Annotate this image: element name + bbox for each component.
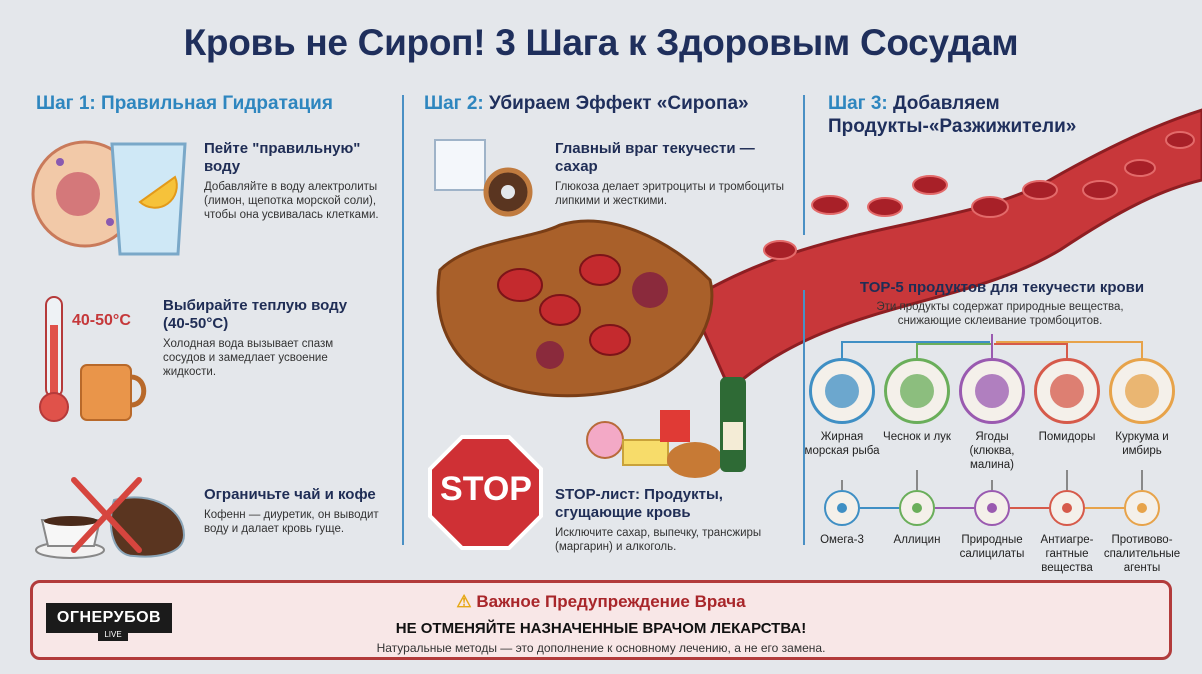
syrup-blood-illustration: [434, 139, 714, 398]
tip-title: Главный враг текучести — сахар: [555, 140, 755, 175]
molecule-icon: [1049, 490, 1085, 526]
molecule-icon: [824, 490, 860, 526]
stop-sign-icon: [428, 435, 543, 550]
cell-and-water-glass-icon: [31, 140, 187, 256]
warning-triangle-icon: ⚠: [456, 592, 472, 611]
step2-header: Шаг 2: Убираем Эффект «Сиропа»: [424, 92, 749, 115]
substance-name: Аллицин: [893, 534, 941, 546]
product-image-circle: [959, 358, 1025, 424]
product-image-circle: [884, 358, 950, 424]
stop-sign-text: STOP: [440, 470, 532, 508]
tip-title: Ограничьте чай и кофе: [204, 486, 376, 503]
warning-note: Натуральные методы — это дополнение к ос…: [376, 641, 826, 655]
tip-title: STOP-лист: Продукты, сгущающие кровь: [555, 486, 723, 521]
step2-title: Убираем Эффект «Сиропа»: [489, 93, 749, 114]
warning-title: Важное Предупреждение Врача: [476, 592, 746, 611]
step1-header: Шаг 1: Правильная Гидратация: [36, 92, 333, 115]
step1-title: Правильная Гидратация: [101, 93, 333, 114]
warning-title-row: ⚠ Важное Предупреждение Врача: [0, 592, 1202, 612]
tip-limit-tea-coffee: Ограничьте чай и кофе Кофенн — диуретик,…: [204, 486, 399, 536]
products-connector-lines: [841, 334, 1143, 509]
step2-prefix: Шаг 2:: [424, 93, 484, 114]
product-icon: [1125, 374, 1159, 408]
tip-sugar: Главный враг текучести — сахар Глюкоза д…: [555, 140, 785, 208]
molecule-icon: [974, 490, 1010, 526]
product-image-circle: [1034, 358, 1100, 424]
tip-description: Кофенн — диуретик, он выводит воду и дал…: [204, 509, 379, 535]
step3-header: Шаг 3: Добавляем Продукты-«Разжижители»: [828, 92, 1158, 138]
temperature-badge: 40-50°C: [72, 312, 131, 329]
substance-name: Природные салицилаты: [959, 534, 1025, 560]
product-image-circle: [809, 358, 875, 424]
junk-food-icon: [586, 377, 746, 478]
product-image-circle: [1109, 358, 1175, 424]
brand-logo: ОГНЕРУБОВ: [46, 603, 172, 633]
doctor-warning-box: [30, 580, 1172, 660]
tip-title: Выбирайте теплую воду (40-50°C): [163, 297, 348, 332]
substance-name: Антиагре-гантные вещества: [1040, 534, 1094, 574]
top5-subtitle: Эти продукты содержат природные вещества…: [876, 301, 1124, 327]
column-divider: [803, 290, 805, 545]
product-icon: [1050, 374, 1084, 408]
substance-name: Омега-3: [820, 534, 864, 546]
sugar-cube-icon: [434, 139, 486, 191]
step1-prefix: Шаг 1:: [36, 93, 96, 114]
warning-headline: НЕ ОТМЕНЯЙТЕ НАЗНАЧЕННЫЕ ВРАЧОМ ЛЕКАРСТВ…: [395, 620, 807, 637]
tip-title: Пейте "правильную" воду: [204, 140, 361, 175]
step3-prefix: Шаг 3:: [828, 93, 888, 114]
product-name: Жирная морская рыба: [804, 431, 880, 457]
step3-title: Добавляем Продукты-«Разжижители»: [828, 93, 1077, 137]
molecule-icon: [899, 490, 935, 526]
tip-description: Исключите сахар, выпечку, трансжиры (мар…: [555, 527, 762, 553]
thermometer-and-mug-icon: [39, 296, 147, 422]
molecule-icon: [1124, 490, 1160, 526]
product-name: Чеснок и лук: [883, 431, 951, 443]
column-divider: [803, 95, 805, 235]
product-name: Куркума и имбирь: [1115, 431, 1169, 457]
tip-warm-water: Выбирайте теплую воду (40-50°C) Холодная…: [163, 297, 363, 379]
tea-coffee-crossed-icon: [35, 477, 186, 559]
tip-description: Добавляйте в воду алектролиты (лимон, ще…: [204, 181, 379, 221]
brand-logo-sub: LIVE: [98, 629, 128, 641]
product-name: Помидоры: [1038, 431, 1096, 443]
product-icon: [900, 374, 934, 408]
tip-description: Глюкоза делает эритроциты и тромбоциты л…: [555, 181, 784, 207]
substance-name: Противово-спалительные агенты: [1103, 534, 1181, 574]
top5-title: TOP-5 продуктов для текучести крови: [859, 279, 1145, 296]
product-name: Ягоды (клюква, малина): [969, 431, 1015, 471]
page-title: Кровь не Сироп! 3 Шага к Здоровым Сосуда…: [183, 22, 1019, 63]
tip-stop-list: STOP-лист: Продукты, сгущающие кровь Иск…: [555, 486, 795, 554]
tip-electrolytes: Пейте "правильную" воду Добавляйте в вод…: [204, 140, 399, 222]
product-icon: [825, 374, 859, 408]
blood-vessel-illustration: [688, 108, 1202, 393]
product-icon: [975, 374, 1009, 408]
column-divider: [402, 95, 404, 545]
tip-description: Холодная вода вызывает спазм сосудов и з…: [163, 338, 334, 378]
